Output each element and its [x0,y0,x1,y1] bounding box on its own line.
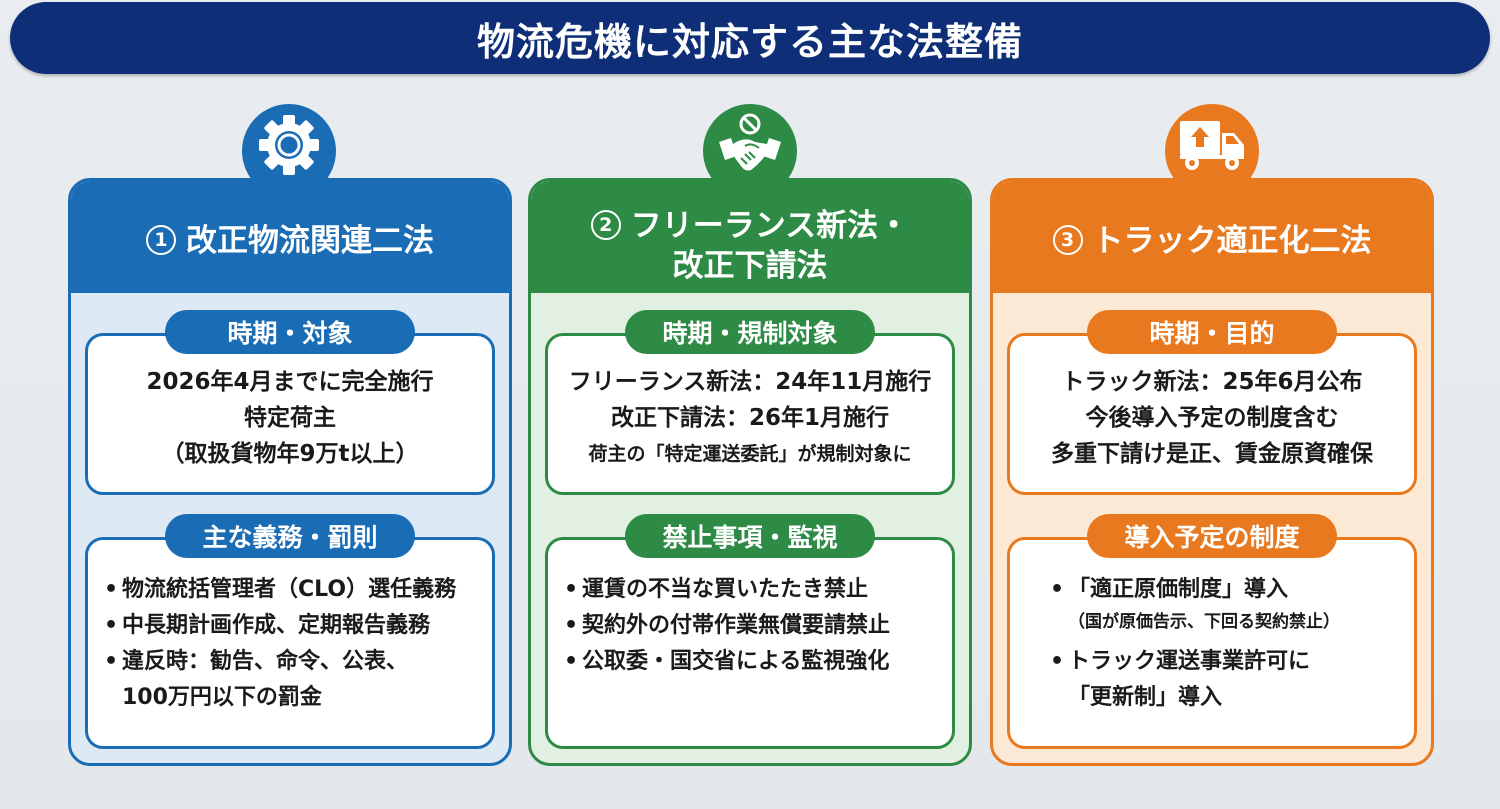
card-logistics-laws: 1 改正物流関連二法 時期・対象 2026年4月までに完全施行 特定荷主 （取扱貨… [68,178,512,766]
list-item: •トラック運送事業許可に [1050,649,1311,674]
text-line: 2026年4月までに完全施行 [146,369,434,395]
list-item: •違反時：勧告、命令、公表、 [104,649,409,674]
list-item: •物流統括管理者（CLO）選任義務 [104,577,457,602]
card-truck-laws: 3 トラック適正化二法 時期・目的 トラック新法：25年6月公布 今後導入予定の制… [990,178,1434,766]
section-timing-purpose: 時期・目的 トラック新法：25年6月公布 今後導入予定の制度含む 多重下請け是正… [1007,310,1417,495]
list-item-note: （国が原価告示、下回る契約禁止） [1068,612,1340,632]
section-prohibitions-monitoring: 禁止事項・監視 •運賃の不当な買いたたき禁止 •契約外の付帯作業無償要請禁止 •… [545,514,955,749]
card-header: 1 改正物流関連二法 [71,181,509,293]
text-line: 今後導入予定の制度含む [1085,405,1339,431]
truck-icon [1180,121,1244,170]
card-title: 改正物流関連二法 [186,223,434,259]
card-number-badge: 3 [1052,224,1083,255]
card-number-badge: 1 [146,224,176,255]
text-line: （取扱貨物年9万t以上） [161,441,419,467]
text-line: フリーランス新法：24年11月施行 [568,369,932,395]
section-label: 禁止事項・監視 [625,514,875,558]
text-line: 特定荷主 [244,405,336,431]
section-label: 導入予定の制度 [1087,514,1337,558]
section-label: 時期・規制対象 [625,310,875,354]
section-timing-target: 時期・対象 2026年4月までに完全施行 特定荷主 （取扱貨物年9万t以上） [85,310,495,495]
section-obligations-penalties: 主な義務・罰則 •物流統括管理者（CLO）選任義務 •中長期計画作成、定期報告義… [85,514,495,749]
page-title: 物流危機に対応する主な法整備 [476,19,1023,64]
card-title: トラック適正化二法 [1092,223,1372,259]
list-item: •中長期計画作成、定期報告義務 [104,613,431,638]
title-banner: 物流危機に対応する主な法整備 [10,2,1490,74]
list-item: •「適正原価制度」導入 [1050,577,1289,602]
section-timing-regulated: 時期・規制対象 フリーランス新法：24年11月施行 改正下請法：26年1月施行 … [545,310,955,495]
card-number-badge: 2 [590,209,621,240]
text-line: トラック新法：25年6月公布 [1061,369,1363,395]
section-label: 時期・目的 [1087,310,1337,354]
section-label: 時期・対象 [165,310,415,354]
icon-badge [242,104,336,198]
text-line: 多重下請け是正、賃金原資確保 [1051,441,1373,467]
card-title-line-2: 改正下請法 [672,248,828,284]
section-label: 主な義務・罰則 [165,514,415,558]
list-item-continuation: 100万円以下の罰金 [122,685,322,710]
handshake-prohibited-icon [719,113,781,171]
card-title-line-1: フリーランス新法・ [630,208,910,244]
icon-badge [703,104,797,198]
section-planned-systems: 導入予定の制度 •「適正原価制度」導入 （国が原価告示、下回る契約禁止） •トラ… [1007,514,1417,749]
list-item-continuation: 「更新制」導入 [1068,685,1223,710]
text-line: 荷主の「特定運送委託」が規制対象に [588,443,912,465]
card-header: 3 トラック適正化二法 [993,181,1431,293]
card-freelance-subcontract-laws: 2 フリーランス新法・ 改正下請法 時期・規制対象 フリーランス新法：24年11月… [528,178,972,766]
gear-icon [259,115,319,175]
text-line: 改正下請法：26年1月施行 [610,405,889,431]
list-item: •契約外の付帯作業無償要請禁止 [564,613,891,638]
list-item: •公取委・国交省による監視強化 [564,649,890,674]
list-item: •運賃の不当な買いたたき禁止 [564,577,869,602]
card-header: 2 フリーランス新法・ 改正下請法 [531,181,969,293]
icon-badge [1165,104,1259,198]
